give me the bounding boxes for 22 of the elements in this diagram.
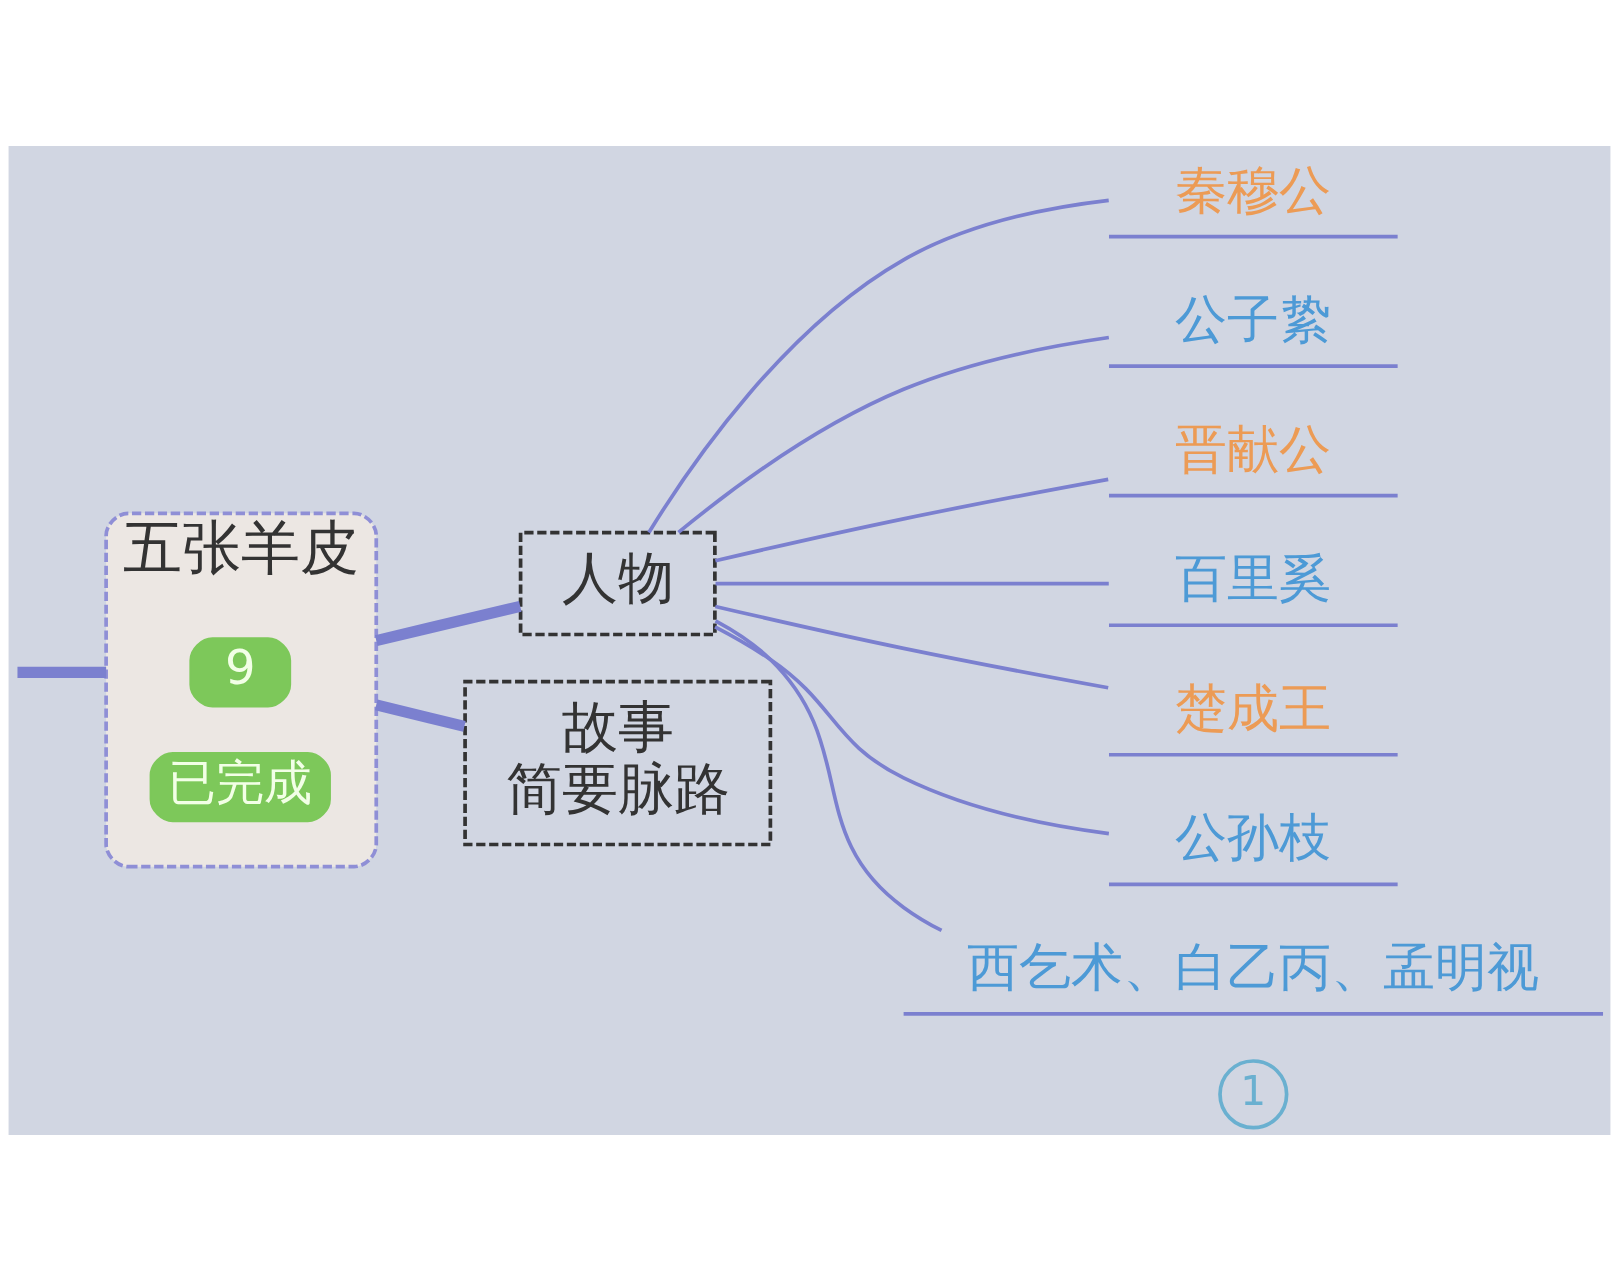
connector [715,581,1109,585]
node-text: 楚成王 [1175,677,1332,738]
node-circle: 1 [1218,1058,1289,1129]
node-box: 故事 简要脉路 [463,679,773,846]
node-box: 人物 [518,530,717,636]
connector [714,624,1110,835]
node-text: 西乞术、白乙丙、孟明视 [967,936,1540,997]
connector [374,699,466,732]
node-text: 百里奚 [1175,547,1332,608]
node-text: 秦穆公 [1175,159,1332,220]
connector [714,477,1109,563]
connector [714,618,943,932]
connector [17,666,107,678]
connector [677,335,1110,534]
node-box: 9 [189,636,292,708]
connector [714,604,1109,690]
connector [374,600,522,646]
node-text: 晋献公 [1175,418,1332,479]
node-text: 公孙枝 [1175,806,1332,867]
connector [647,198,1109,533]
node-box: 已完成 [149,751,331,822]
node-text: 公子絷 [1175,288,1332,349]
